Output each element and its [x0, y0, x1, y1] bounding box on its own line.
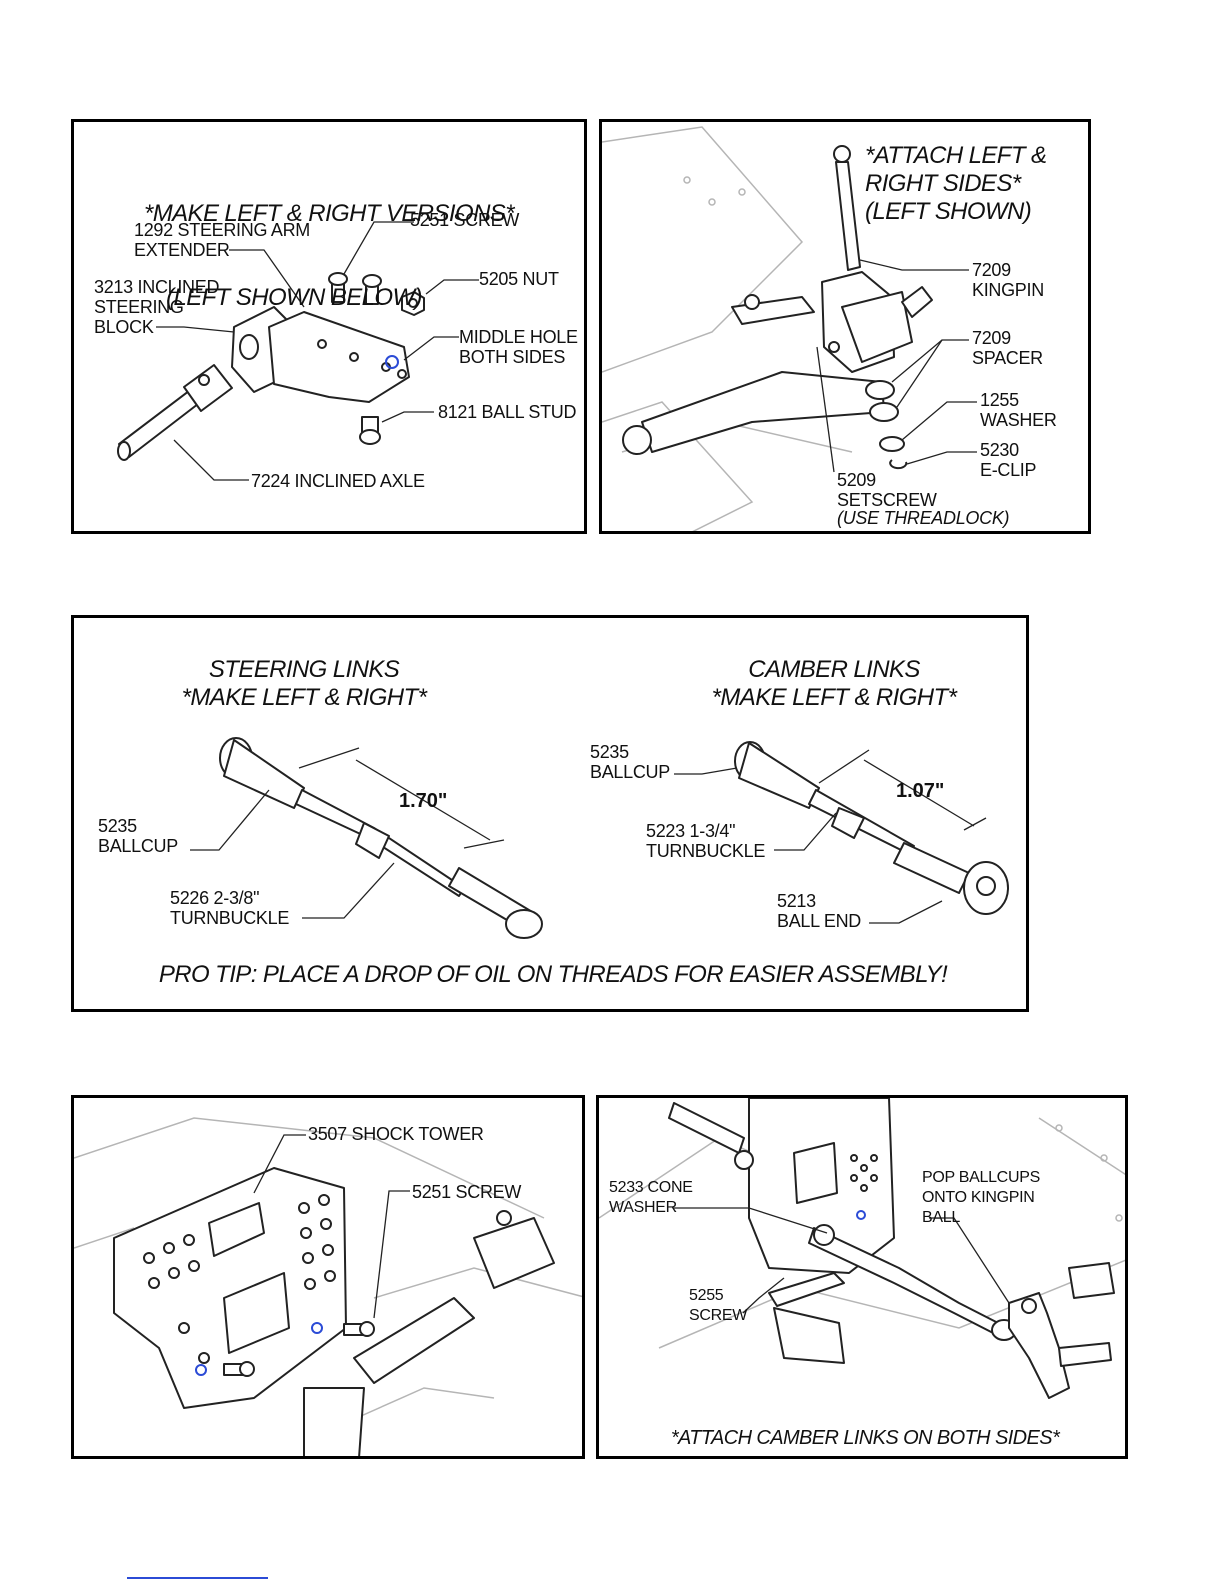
label-shock-tower: 3507 SHOCK TOWER: [308, 1124, 484, 1144]
label-steer-turnbuckle: 5226 2-3/8" TURNBUCKLE: [170, 888, 290, 928]
shock-tower-drawing: [74, 1117, 582, 1456]
extender-shape: [268, 311, 410, 403]
camber-link-inner-ballcup: [813, 1224, 835, 1246]
steering-link-ballcup-left: [223, 739, 305, 809]
panel-camber-attach: 5233 CONE WASHER 5255 SCREW POP BALLCUPS…: [596, 1095, 1128, 1459]
label-eclip: 5230 E-CLIP: [980, 440, 1037, 480]
panel-shock-tower: 3507 SHOCK TOWER 5251 SCREW: [71, 1095, 585, 1459]
label-setscrew: 5209 SETSCREW: [837, 470, 937, 510]
steering-links-title: STEERING LINKS *MAKE LEFT & RIGHT*: [181, 656, 427, 711]
camber-attach-drawing: [599, 1098, 1125, 1399]
label-inclined-axle: 7224 INCLINED AXLE: [251, 471, 425, 491]
label-ball-stud: 8121 BALL STUD: [438, 402, 577, 422]
label-steering-block: 3213 INCLINED STEERING BLOCK: [94, 277, 220, 337]
label-threadlock: (USE THREADLOCK): [837, 508, 1010, 528]
label-camber-ballcup: 5235 BALLCUP: [590, 742, 670, 782]
label-spacer: 7209 SPACER: [972, 328, 1043, 368]
footer-link-underline[interactable]: [127, 1577, 268, 1579]
label-middle-hole: MIDDLE HOLE BOTH SIDES: [459, 327, 578, 367]
shock-tower-plate: [113, 1167, 347, 1409]
shock-tower-hole-marker-2: [195, 1364, 207, 1376]
panel-links: STEERING LINKS *MAKE LEFT & RIGHT* CAMBE…: [71, 615, 1029, 1012]
camber-links-title: CAMBER LINKS *MAKE LEFT & RIGHT*: [711, 656, 957, 711]
middle-hole-marker: [385, 355, 399, 369]
panel-steering-block: *MAKE LEFT & RIGHT VERSIONS* (LEFT SHOWN…: [71, 119, 587, 534]
shock-tower-hole-marker-1: [311, 1322, 323, 1334]
label-cone-washer: 5233 CONE WASHER: [609, 1179, 693, 1216]
label-washer: 1255 WASHER: [980, 390, 1057, 430]
steering-dimension: 1.70": [399, 790, 448, 812]
links-drawing: [190, 737, 1009, 939]
cone-washer-marker: [856, 1210, 866, 1220]
steering-block-drawing: [117, 221, 479, 481]
kingpin-shape: [835, 161, 861, 271]
label-steer-ballcup: 5235 BALLCUP: [98, 816, 178, 856]
label-5251-screw: 5251 SCREW: [410, 210, 520, 230]
label-ball-end: 5213 BALL END: [777, 891, 861, 931]
camber-dimension: 1.07": [896, 780, 945, 802]
label-5205-nut: 5205 NUT: [479, 269, 559, 289]
panel1-title-line2: (LEFT SHOWN BELOW): [166, 284, 422, 311]
kingpin-drawing: [602, 126, 977, 531]
label-camber-turnbuckle: 5223 1-3/4" TURNBUCKLE: [646, 821, 766, 861]
label-kingpin: 7209 KINGPIN: [972, 260, 1044, 300]
panel5-footer: *ATTACH CAMBER LINKS ON BOTH SIDES*: [670, 1427, 1060, 1449]
pro-tip: PRO TIP: PLACE A DROP OF OIL ON THREADS …: [158, 961, 948, 988]
label-pop-ballcups: POP BALLCUPS ONTO KINGPIN BALL: [922, 1169, 1040, 1226]
label-steering-arm-extender: 1292 STEERING ARM EXTENDER: [134, 220, 310, 260]
label-5255-screw: 5255 SCREW: [689, 1287, 748, 1324]
panel2-title: *ATTACH LEFT & RIGHT SIDES* (LEFT SHOWN): [865, 142, 1047, 225]
label-5251-screw-tower: 5251 SCREW: [412, 1182, 522, 1202]
panel-kingpin: *ATTACH LEFT & RIGHT SIDES* (LEFT SHOWN)…: [599, 119, 1091, 534]
